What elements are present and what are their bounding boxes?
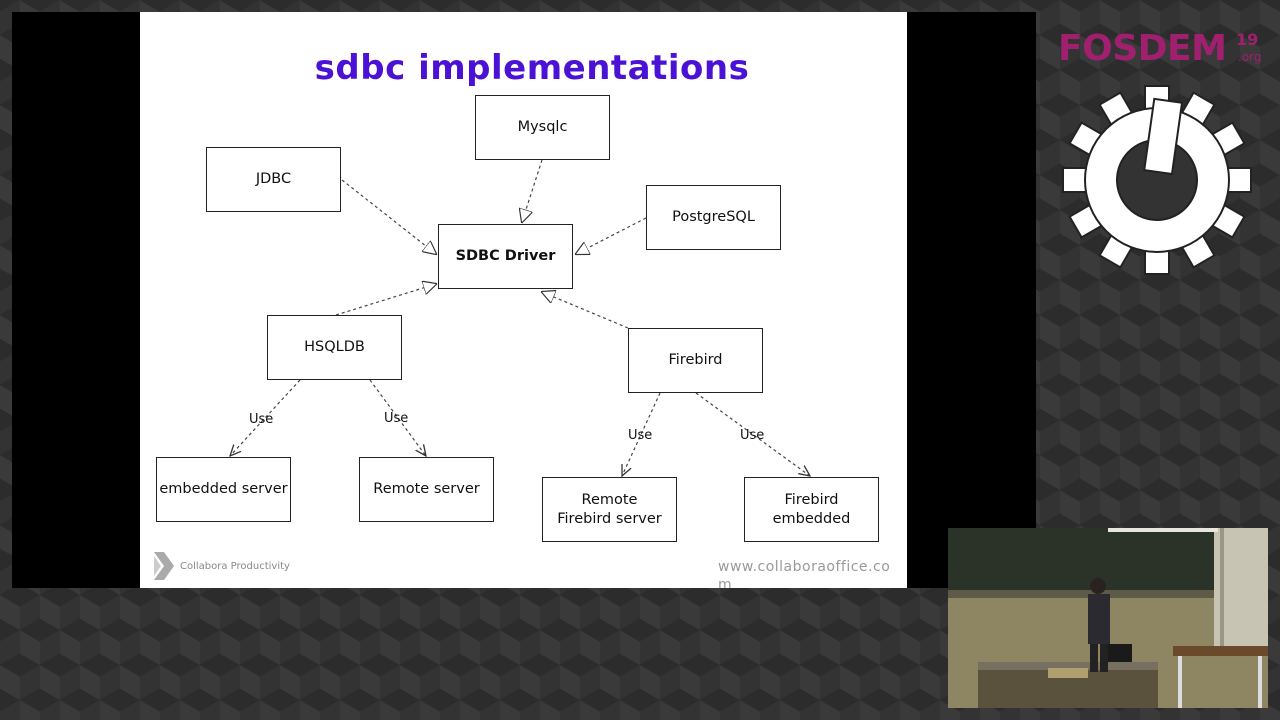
collabora-logo-icon — [154, 552, 174, 580]
edge-hsqldb-remote — [369, 379, 426, 456]
edge-label-firebird-embedded: Use — [740, 428, 765, 443]
fosdem-edition: 19 — [1236, 30, 1259, 49]
node-remote-firebird-server: Remote Firebird server — [542, 477, 677, 542]
footer-brand: Collabora Productivity — [154, 552, 290, 580]
node-mysqlc: Mysqlc — [475, 95, 610, 160]
edge-postgresql-sdbc — [576, 217, 647, 254]
edge-label-hsqldb-remote: Use — [384, 411, 409, 426]
edge-firebird-sdbc — [542, 292, 629, 329]
speaker-camera-feed — [948, 528, 1268, 708]
speaker-camera-image — [948, 528, 1268, 708]
edge-hsqldb-embedded — [230, 379, 301, 456]
edge-mysqlc-sdbc — [522, 159, 543, 222]
node-sdbc-driver: SDBC Driver — [438, 224, 573, 289]
edge-hsqldb-sdbc — [335, 284, 436, 316]
slide-title: sdbc implementations — [314, 48, 750, 88]
node-jdbc: JDBC — [206, 147, 341, 212]
diagram-edges — [140, 159, 907, 588]
node-firebird: Firebird — [628, 328, 763, 393]
node-remote-server: Remote server — [359, 457, 494, 522]
slide: sdbc implementations JDBC Mysqlc Postgre… — [140, 12, 907, 588]
edge-jdbc-sdbc — [341, 179, 436, 254]
edge-label-hsqldb-embedded: Use — [249, 412, 274, 427]
fosdem-tld: .org — [1238, 50, 1262, 64]
node-hsqldb: HSQLDB — [267, 315, 402, 380]
fosdem-logo-text: FOSDEM — [1058, 28, 1227, 69]
node-postgresql: PostgreSQL — [646, 185, 781, 250]
edge-label-firebird-remote: Use — [628, 428, 653, 443]
fosdem-gear-icon — [1062, 85, 1252, 275]
footer-url: www.collaboraoffice.com — [718, 559, 891, 588]
node-embedded-server: embedded server — [156, 457, 291, 522]
node-firebird-embedded: Firebird embedded — [744, 477, 879, 542]
footer-brand-text: Collabora Productivity — [180, 560, 290, 572]
